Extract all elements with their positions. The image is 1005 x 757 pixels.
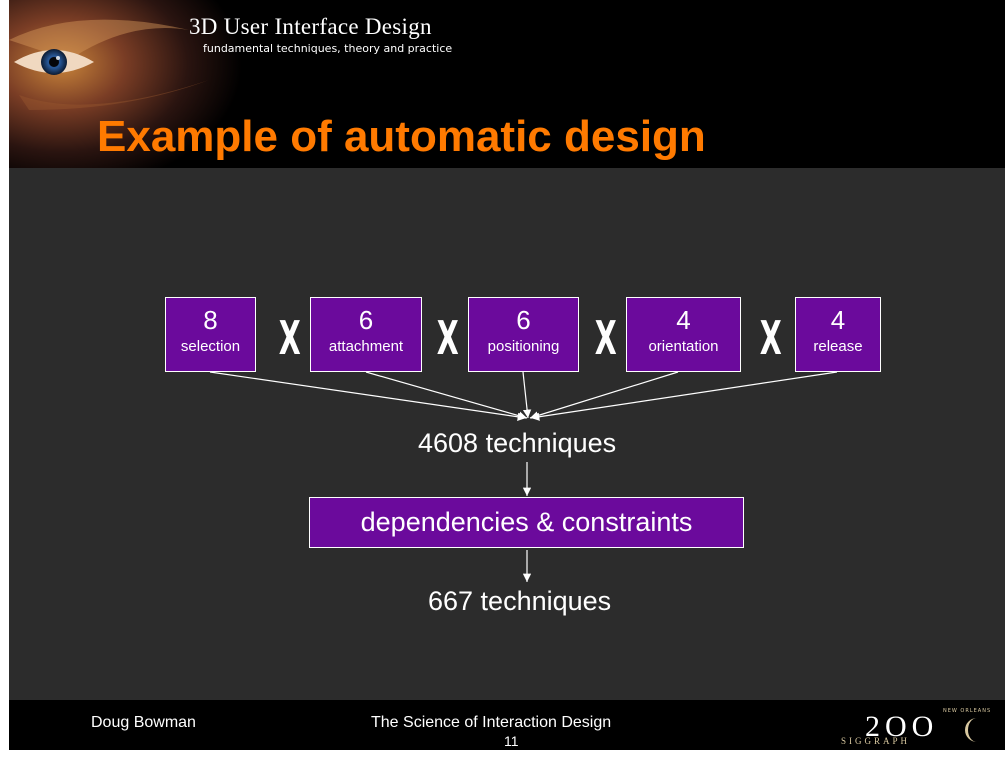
eye-artwork — [9, 0, 249, 168]
factor-count: 6 — [516, 305, 531, 335]
factor-count: 4 — [676, 305, 691, 335]
final-result: 667 techniques — [428, 586, 612, 616]
factor-label: positioning — [487, 338, 560, 355]
factor-orientation: 4 orientation — [626, 297, 741, 372]
combined-result: 4608 techniques — [418, 428, 617, 458]
slide-footer: Doug Bowman The Science of Interaction D… — [9, 700, 1005, 750]
series-title: 3D User Interface Design — [189, 14, 432, 39]
course-title: The Science of Interaction Design — [371, 714, 612, 731]
factor-positioning: 6 positioning — [468, 297, 579, 372]
factor-count: 6 — [358, 305, 374, 335]
logo-year: 2OO — [865, 710, 939, 743]
factor-count: 8 — [203, 305, 218, 335]
factor-selection: 8 selection — [165, 297, 256, 372]
connector-release — [530, 371, 838, 421]
slide-header: 3D User Interface Design fundamental tec… — [9, 0, 1005, 168]
factor-label: release — [813, 338, 863, 355]
presenter-name: Doug Bowman — [91, 714, 196, 731]
flow-connectors — [209, 371, 838, 582]
series-subtitle: fundamental techniques, theory and pract… — [203, 42, 453, 55]
multiply-sign: X — [594, 311, 617, 365]
factor-label: attachment — [328, 338, 404, 355]
multiply-sign: X — [436, 311, 459, 365]
filter-box: dependencies & constraints — [309, 497, 744, 548]
multiply-sign: X — [759, 311, 782, 365]
slide: 3D User Interface Design fundamental tec… — [9, 0, 1005, 750]
moon-icon — [965, 718, 977, 742]
connector-positioning — [522, 371, 532, 419]
factor-release: 4 release — [795, 297, 881, 372]
factor-label: selection — [180, 338, 241, 355]
factor-label: orientation — [648, 338, 719, 355]
siggraph-logo: 2OO SIGGRAPH NEW ORLEANS — [823, 706, 993, 748]
factor-attachment: 6 attachment — [310, 297, 422, 372]
multiply-sign: X — [278, 311, 301, 365]
logo-small-text: NEW ORLEANS — [943, 708, 992, 714]
page-number: 11 — [504, 733, 519, 749]
connector-orientation — [529, 371, 679, 420]
connector-attachment — [365, 371, 528, 420]
connector-selection — [209, 371, 527, 421]
slide-title: Example of automatic design — [97, 112, 706, 161]
factor-count: 4 — [830, 305, 846, 335]
logo-word: SIGGRAPH — [841, 736, 911, 746]
